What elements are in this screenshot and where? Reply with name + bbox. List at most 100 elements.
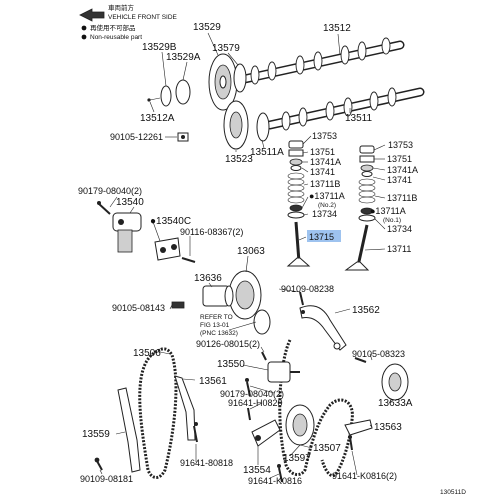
label-13734-left: 13734 xyxy=(312,209,337,219)
nonreusable-dot-icon xyxy=(81,25,87,31)
refer-line-2: FIG 13-01 xyxy=(200,322,230,329)
bolt-90179-08040-bot xyxy=(245,378,251,397)
refer-line-3: (PNC 13632) xyxy=(200,330,238,337)
label-no1: (No.1) xyxy=(383,217,401,224)
label-13633a: 13633A xyxy=(378,398,413,409)
intake-cam-gear-13523 xyxy=(223,100,249,150)
label-no2: (No.2) xyxy=(318,202,336,209)
chain-slipper-13559 xyxy=(117,387,141,473)
camshaft-exhaust xyxy=(235,37,405,85)
label-91641-h0820: 91641-H0820 xyxy=(228,398,283,408)
legend-nonreusable-en: Non-reusable part xyxy=(90,34,142,41)
label-13741-left: 13741 xyxy=(310,167,335,177)
label-13753-left: 13753 xyxy=(312,131,337,141)
timing-chain-13506 xyxy=(138,347,178,479)
refer-line-1: REFER TO xyxy=(200,314,233,321)
legend-arrow-en: VEHICLE FRONT SIDE xyxy=(108,14,178,21)
label-13711b-left: 13711B xyxy=(310,179,340,189)
label-90109-08181: 90109-08181 xyxy=(80,474,133,484)
chain-tensioner-13550 xyxy=(267,361,300,383)
figure-id: 130511D xyxy=(440,489,466,496)
label-13711a-right: ●13711A xyxy=(370,206,406,216)
oil-control-valve-13540 xyxy=(112,212,142,253)
legend-nonreusable-cn: 再使用不可部品 xyxy=(90,23,136,32)
label-13550: 13550 xyxy=(217,359,245,370)
label-13523: 13523 xyxy=(225,154,253,165)
sprocket-13063 xyxy=(228,270,262,320)
label-13751-left: 13751 xyxy=(310,147,335,157)
bolt-90116-08367 xyxy=(181,257,196,263)
label-13506: 13506 xyxy=(133,348,161,359)
label-13741a-left: 13741A xyxy=(310,157,341,167)
ring-13529b xyxy=(160,85,172,107)
label-13741-right: 13741 xyxy=(387,175,412,185)
label-13741a-right: 13741A xyxy=(387,165,418,175)
label-13540c: ●13540C xyxy=(150,216,191,227)
label-91641-k0816: 91641-K0816 xyxy=(248,476,302,486)
bolt-91641-k0816 xyxy=(277,464,283,483)
bolt-90109-08181 xyxy=(94,457,103,471)
idler-shaft-13636 xyxy=(202,285,234,307)
label-13636: 13636 xyxy=(194,273,222,284)
label-13540: 13540 xyxy=(116,197,144,208)
nonreusable-dot-icon-2 xyxy=(81,34,87,40)
legend: 車両前方 VEHICLE FRONT SIDE 再使用不可部品 Non-reus… xyxy=(79,3,178,41)
leader-lines xyxy=(99,32,394,479)
bolt-90179-08040-top xyxy=(97,201,111,215)
label-13579: 13579 xyxy=(212,43,240,54)
label-13507: 13507 xyxy=(313,443,341,454)
camshaft-intake xyxy=(265,87,425,131)
label-13511: 13511 xyxy=(345,113,373,124)
tensioner-arm-13554 xyxy=(251,419,281,447)
label-90105-08323: 90105-08323 xyxy=(352,349,405,359)
label-13559: 13559 xyxy=(82,429,110,440)
crank-sprocket-13597 xyxy=(285,404,315,446)
label-13529: 13529 xyxy=(193,22,221,33)
label-13711a-left: ●13711A xyxy=(309,191,345,201)
label-13511a: 13511A xyxy=(250,147,284,158)
label-90179-08040-top: 90179-08040(2) xyxy=(78,186,142,196)
label-90109-08238: 90109-08238 xyxy=(281,284,334,294)
bolt-90126-08015 xyxy=(261,351,267,361)
label-90179-08040-bot: 90179-08040(2) xyxy=(220,389,284,399)
bolt-90105-08143 xyxy=(171,301,185,309)
label-13563: 13563 xyxy=(374,422,402,433)
sprocket-small xyxy=(253,309,271,335)
label-13063: 13063 xyxy=(237,246,265,257)
timing-chain-13507 xyxy=(278,339,354,478)
label-13529a: 13529A xyxy=(166,52,201,63)
label-90105-12261: 90105-12261 xyxy=(110,132,163,142)
label-13751-right: 13751 xyxy=(387,154,412,164)
label-13753-right: 13753 xyxy=(388,140,413,150)
valve-assembly-intake xyxy=(286,140,311,267)
label-13597: 13597 xyxy=(283,453,311,464)
highlight-13715 xyxy=(307,230,341,242)
label-13512: 13512 xyxy=(323,23,351,34)
label-13554: 13554 xyxy=(243,465,271,476)
legend-arrow-cn: 車両前方 xyxy=(108,3,135,12)
label-13711b-right: 13711B xyxy=(387,193,417,203)
valve-assembly-exhaust xyxy=(344,145,376,271)
label-13562: 13562 xyxy=(352,305,380,316)
bolt-90109-08238 xyxy=(299,291,304,306)
bolt-90105-12261 xyxy=(177,132,189,142)
label-13512a: 13512A xyxy=(140,113,175,124)
chain-guide-13562 xyxy=(299,305,347,351)
label-90105-08143: 90105-08143 xyxy=(112,303,165,313)
ring-13529a xyxy=(175,79,191,105)
bracket-13540c xyxy=(154,237,181,261)
label-13715: 13715 xyxy=(309,232,334,242)
chain-guide-13563 xyxy=(344,419,373,436)
small-bolt-h0820 xyxy=(247,407,251,421)
bolt-90105-08323 xyxy=(354,357,367,363)
gear-13579 xyxy=(233,63,247,93)
label-13711: 13711 xyxy=(387,244,411,254)
callouts: 13529 13512 13529B 13579 13529A 13512A 1… xyxy=(78,22,418,486)
label-90116-08367: 90116-08367(2) xyxy=(180,227,243,237)
bolt-91641-k0816-pair xyxy=(348,435,353,451)
front-arrow-icon xyxy=(79,8,105,22)
label-91641-k0816-2: 91641-K0816(2) xyxy=(332,471,397,481)
camshaft-timing-gear-13529 xyxy=(208,53,238,111)
